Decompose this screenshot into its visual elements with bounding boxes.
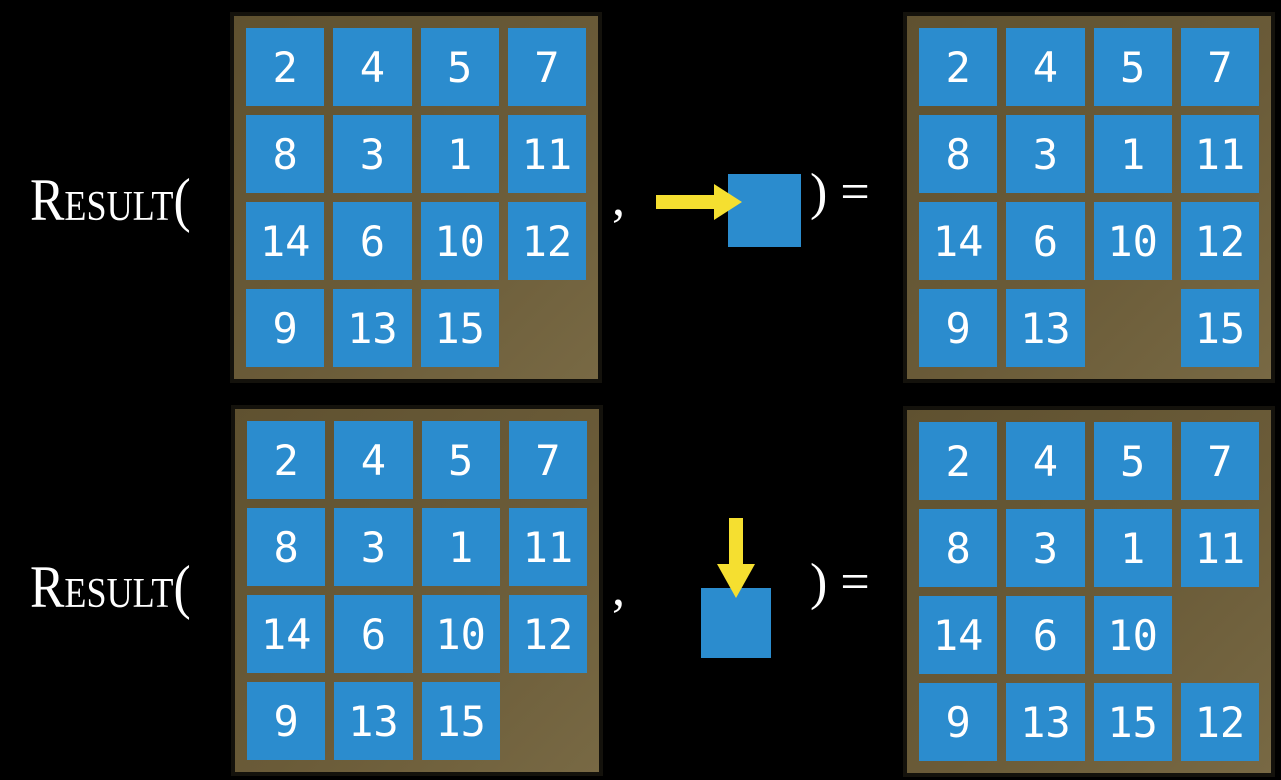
puzzle-tile-9: 9 [246, 289, 325, 367]
puzzle-tile-10: 10 [1093, 596, 1172, 674]
close-paren-equals-1: ) = [810, 164, 870, 221]
puzzle-tile-2: 2 [919, 28, 998, 106]
comma-separator-2: , [612, 560, 625, 617]
puzzle-tile-12: 12 [508, 595, 587, 673]
puzzle-tile-5: 5 [420, 28, 499, 106]
puzzle-tile-13: 13 [1006, 289, 1085, 367]
puzzle-tile-1: 1 [421, 508, 500, 586]
puzzle-tile-4: 4 [1006, 28, 1085, 106]
result-function-label-1: Result( [30, 167, 191, 233]
puzzle-tile-15: 15 [420, 289, 499, 367]
puzzle-tile-1: 1 [1093, 115, 1172, 193]
puzzle-tile-1: 1 [1093, 509, 1172, 587]
puzzle-tile-6: 6 [1006, 596, 1085, 674]
puzzle-blank-cell [1094, 289, 1172, 367]
puzzle-tile-9: 9 [247, 682, 326, 760]
puzzle-tile-3: 3 [1006, 509, 1085, 587]
puzzle-tile-10: 10 [421, 595, 500, 673]
puzzle-tile-7: 7 [1180, 422, 1259, 500]
puzzle-tile-6: 6 [333, 202, 412, 280]
move-right-icon [656, 174, 801, 247]
puzzle-tile-14: 14 [919, 202, 998, 280]
puzzle-tile-2: 2 [919, 422, 998, 500]
puzzle-tile-15: 15 [421, 682, 500, 760]
puzzle-tile-7: 7 [1180, 28, 1259, 106]
puzzle-tile-3: 3 [333, 115, 412, 193]
puzzle-tile-11: 11 [508, 508, 587, 586]
puzzle-tile-13: 13 [334, 682, 413, 760]
puzzle-tile-14: 14 [246, 202, 325, 280]
puzzle-tile-8: 8 [246, 115, 325, 193]
comma-separator-1: , [612, 170, 625, 227]
puzzle-tile-14: 14 [247, 595, 326, 673]
result-function-label-2: Result( [30, 554, 191, 620]
puzzle-tile-4: 4 [334, 421, 413, 499]
puzzle-tile-13: 13 [333, 289, 412, 367]
blank-tile-square [701, 588, 771, 658]
puzzle-tile-10: 10 [1093, 202, 1172, 280]
puzzle-blank-cell [509, 682, 587, 760]
puzzle-tile-1: 1 [420, 115, 499, 193]
arrow-right-icon [656, 184, 742, 220]
close-paren-equals-2: ) = [810, 554, 870, 611]
puzzle-tile-12: 12 [507, 202, 586, 280]
puzzle-tile-8: 8 [919, 115, 998, 193]
puzzle-tile-5: 5 [421, 421, 500, 499]
puzzle-tile-3: 3 [334, 508, 413, 586]
puzzle-tile-7: 7 [508, 421, 587, 499]
puzzle-tile-4: 4 [1006, 422, 1085, 500]
puzzle-tile-12: 12 [1180, 683, 1259, 761]
puzzle-tile-7: 7 [507, 28, 586, 106]
puzzle-tile-10: 10 [420, 202, 499, 280]
puzzle-tile-13: 13 [1006, 683, 1085, 761]
puzzle-tile-8: 8 [919, 509, 998, 587]
puzzle-tile-6: 6 [1006, 202, 1085, 280]
puzzle-tile-5: 5 [1093, 28, 1172, 106]
puzzle-tile-4: 4 [333, 28, 412, 106]
puzzle-tile-9: 9 [919, 289, 998, 367]
blank-tile-square [728, 174, 801, 247]
puzzle-tile-6: 6 [334, 595, 413, 673]
puzzle-blank-cell [508, 289, 586, 367]
puzzle-tile-2: 2 [247, 421, 326, 499]
puzzle-tile-12: 12 [1180, 202, 1259, 280]
puzzle-tile-8: 8 [247, 508, 326, 586]
puzzle-tile-9: 9 [919, 683, 998, 761]
puzzle-tile-14: 14 [919, 596, 998, 674]
puzzle-tile-2: 2 [246, 28, 325, 106]
puzzle-blank-cell [1181, 596, 1259, 674]
puzzle-tile-15: 15 [1180, 289, 1259, 367]
puzzle-tile-3: 3 [1006, 115, 1085, 193]
move-down-icon [701, 518, 771, 658]
puzzle-tile-11: 11 [507, 115, 586, 193]
puzzle-tile-11: 11 [1180, 115, 1259, 193]
arrow-down-icon [717, 518, 755, 598]
puzzle-tile-11: 11 [1180, 509, 1259, 587]
puzzle-tile-5: 5 [1093, 422, 1172, 500]
puzzle-tile-15: 15 [1093, 683, 1172, 761]
